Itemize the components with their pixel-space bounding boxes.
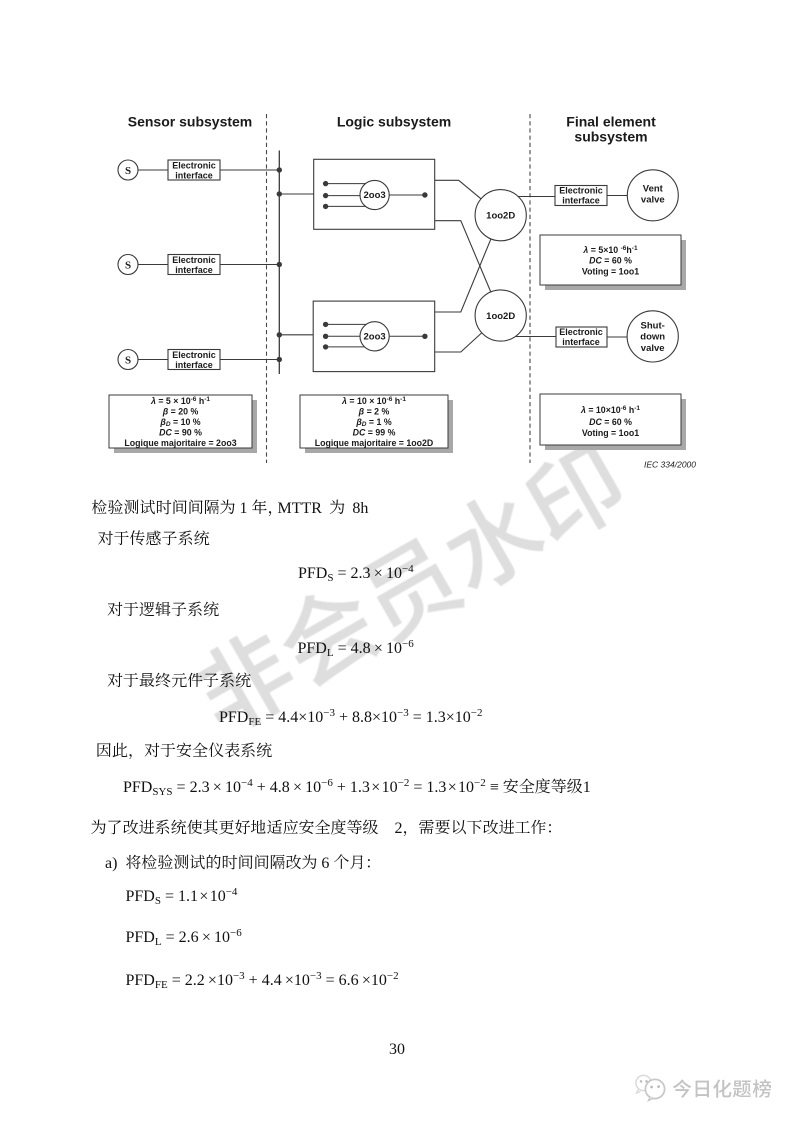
svg-text:λ = 10×10-6 h-1: λ = 10×10-6 h-1: [580, 405, 640, 415]
svg-text:1oo2D: 1oo2D: [486, 211, 515, 222]
svg-text:βD = 1 %: βD = 1 %: [355, 417, 392, 428]
svg-text:Electronic: Electronic: [559, 186, 603, 196]
svg-text:β = 20 %: β = 20 %: [162, 407, 199, 417]
svg-text:S: S: [125, 165, 131, 177]
svg-text:2oo3: 2oo3: [364, 190, 386, 201]
svg-text:Electronic: Electronic: [172, 161, 216, 171]
svg-text:λ = 5×10 -6h-1: λ = 5×10 -6h-1: [582, 245, 638, 255]
svg-text:Logique majoritaire = 2oo3: Logique majoritaire = 2oo3: [124, 438, 236, 448]
svg-text:interface: interface: [175, 171, 213, 181]
svg-text:Vent: Vent: [643, 184, 664, 195]
svg-text:Electronic: Electronic: [172, 255, 216, 265]
svg-text:λ = 5 × 10-6 h-1: λ = 5 × 10-6 h-1: [150, 396, 210, 406]
svg-text:Logic subsystem: Logic subsystem: [337, 114, 451, 130]
svg-text:Voting = 1oo1: Voting = 1oo1: [582, 428, 639, 438]
svg-text:IEC 334/2000: IEC 334/2000: [644, 460, 696, 470]
svg-text:interface: interface: [562, 196, 600, 206]
svg-text:subsystem: subsystem: [574, 129, 647, 145]
svg-text:DC = 90 %: DC = 90 %: [159, 428, 202, 438]
svg-text:valve: valve: [641, 343, 665, 354]
svg-text:Electronic: Electronic: [172, 350, 216, 360]
svg-text:Logique majoritaire = 1oo2D: Logique majoritaire = 1oo2D: [315, 438, 434, 448]
svg-text:Voting = 1oo1: Voting = 1oo1: [582, 267, 639, 277]
svg-text:interface: interface: [175, 265, 213, 275]
svg-text:S: S: [125, 354, 131, 366]
svg-text:1oo2D: 1oo2D: [486, 311, 515, 322]
svg-text:valve: valve: [641, 195, 665, 206]
svg-text:down: down: [640, 332, 665, 343]
svg-text:S: S: [125, 259, 131, 271]
svg-text:βD = 10 %: βD = 10 %: [159, 417, 200, 428]
svg-text:λ = 10 × 10-6 h-1: λ = 10 × 10-6 h-1: [341, 396, 406, 406]
svg-text:β = 2 %: β = 2 %: [358, 407, 390, 417]
svg-text:DC = 60 %: DC = 60 %: [589, 256, 632, 266]
svg-text:Shut-: Shut-: [641, 321, 665, 332]
svg-text:Sensor subsystem: Sensor subsystem: [128, 114, 253, 130]
svg-text:DC = 60 %: DC = 60 %: [589, 417, 632, 427]
svg-text:DC = 99 %: DC = 99 %: [353, 428, 396, 438]
svg-text:Final element: Final element: [566, 114, 656, 130]
svg-text:interface: interface: [562, 337, 600, 347]
svg-text:2oo3: 2oo3: [364, 332, 386, 343]
svg-text:Electronic: Electronic: [559, 327, 603, 337]
svg-text:interface: interface: [175, 360, 213, 370]
